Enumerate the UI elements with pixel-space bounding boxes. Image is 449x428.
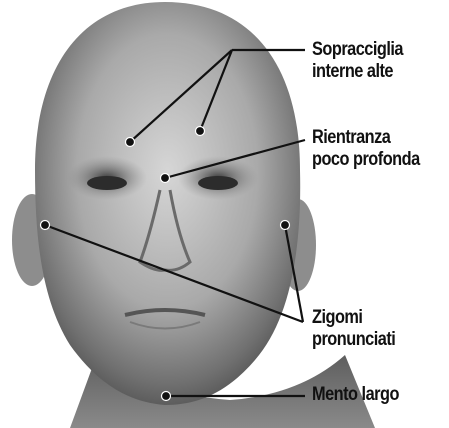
label-inner-brows-line-2: interne alte <box>312 61 403 83</box>
point-chin <box>162 392 171 401</box>
label-inner-brows: Sopracciglia interne alte <box>312 39 403 83</box>
point-brow-right <box>196 127 205 136</box>
label-cheekbones: Zigomi pronunciati <box>312 307 395 351</box>
label-wide-chin-line-1: Mento largo <box>312 384 399 406</box>
label-cheekbones-line-2: pronunciati <box>312 329 395 351</box>
point-cheek-left <box>41 221 50 230</box>
label-shallow-dent-line-1: Rientranza <box>312 127 420 149</box>
point-dent <box>161 174 170 183</box>
right-eye <box>198 176 238 190</box>
label-wide-chin: Mento largo <box>312 384 399 406</box>
point-cheek-right <box>281 221 290 230</box>
label-inner-brows-line-1: Sopracciglia <box>312 39 403 61</box>
head-shape <box>35 2 300 405</box>
label-cheekbones-line-1: Zigomi <box>312 307 395 329</box>
point-brow-left <box>126 138 135 147</box>
label-shallow-dent: Rientranza poco profonda <box>312 127 420 171</box>
left-eye <box>87 176 127 190</box>
label-shallow-dent-line-2: poco profonda <box>312 149 420 171</box>
